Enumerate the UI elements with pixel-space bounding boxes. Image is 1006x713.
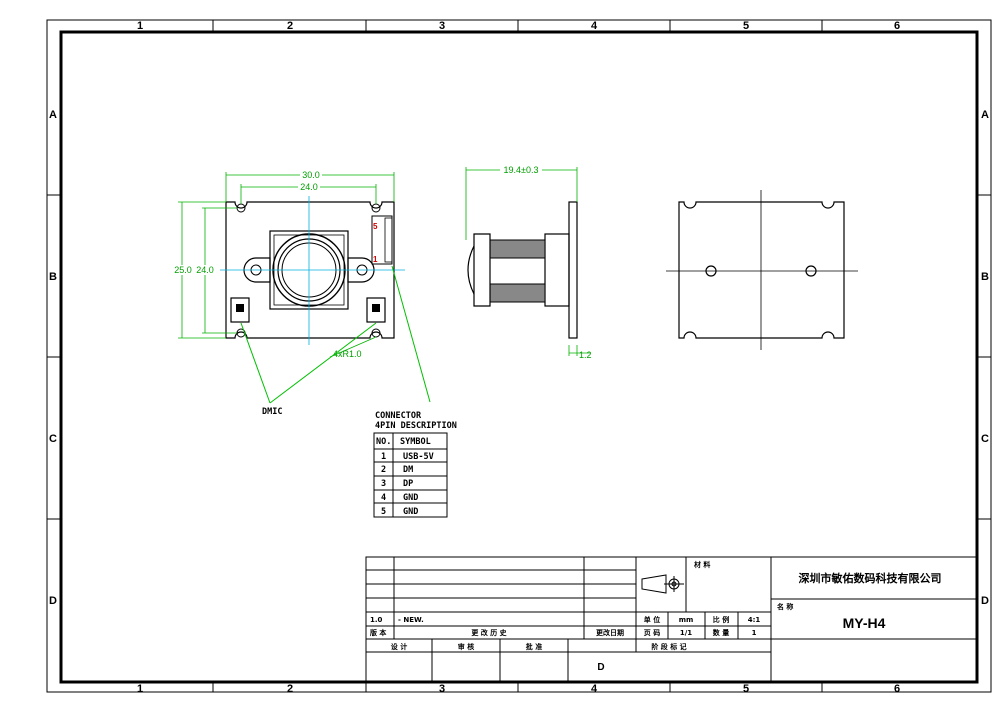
dmic-right-port — [372, 304, 380, 312]
back-hole-right — [805, 265, 817, 277]
back-hole-left — [705, 265, 717, 277]
pin-label-bottom: 1 — [373, 255, 378, 264]
dim-height-outer: 25.0 — [174, 265, 192, 275]
dim-depth: 19.4±0.3 — [504, 165, 539, 175]
connector-title-1: CONNECTOR — [375, 411, 422, 421]
sheet-outer-border — [46, 19, 992, 693]
zone-col-4-bottom: 4 — [591, 683, 598, 695]
zone-col-4-top: 4 — [591, 20, 598, 32]
connector-table: CONNECTOR 4PIN DESCRIPTION NO. SYMBOL 1 … — [373, 411, 457, 518]
zone-col-3-top: 3 — [439, 20, 445, 32]
zone-row-d-right: D — [981, 595, 989, 607]
side-holder-hatch-bottom — [489, 283, 546, 303]
side-dimensions — [465, 167, 590, 356]
table-row-4-no: 4 — [381, 493, 386, 503]
dim-height-inner: 24.0 — [196, 265, 214, 275]
dim-hole-note: 4xR1.0 — [333, 349, 362, 359]
company-name: 深圳市敏佑数码科技有限公司 — [799, 571, 942, 585]
version-label: 版 本 — [370, 628, 386, 637]
table-header-no: NO. — [376, 437, 391, 447]
dim-width-outer: 30.0 — [302, 170, 320, 180]
approve-label: 批 准 — [526, 642, 542, 651]
stage-label: 阶 段 标 记 — [651, 642, 686, 651]
zone-col-6-top: 6 — [894, 20, 900, 32]
unit-value: mm — [679, 616, 694, 624]
model-name: MY-H4 — [843, 615, 886, 631]
connector-title-2: 4PIN DESCRIPTION — [375, 421, 457, 431]
table-row-5-no: 5 — [381, 507, 386, 517]
table-row-5-symbol: GND — [403, 507, 418, 517]
pcb-outline — [225, 201, 395, 339]
review-label: 审 核 — [458, 642, 474, 651]
table-row-3-no: 3 — [381, 479, 386, 489]
pin-label-top: 5 — [373, 222, 378, 231]
front-view: 5 1 30.0 24.0 25.0 24.0 4xR1.0 — [172, 170, 431, 417]
leader-lines — [240, 265, 431, 404]
page-value: 1/1 — [680, 629, 692, 637]
zone-col-2-bottom: 2 — [287, 683, 293, 695]
side-holder-hatch-top — [489, 239, 546, 259]
side-holder-base — [544, 233, 570, 307]
zone-row-d-left: D — [49, 595, 57, 607]
side-pcb — [568, 201, 578, 339]
zone-row-b-right: B — [981, 271, 989, 283]
dmic-right — [366, 297, 386, 323]
dmic-label: DMIC — [262, 407, 282, 417]
dim-width-inner: 24.0 — [300, 182, 318, 192]
dmic-left-port — [236, 304, 244, 312]
qty-value: 1 — [752, 629, 757, 637]
dmic-left — [230, 297, 250, 323]
title-block — [365, 556, 978, 683]
qty-label: 数 量 — [713, 628, 729, 637]
zone-col-6-bottom: 6 — [894, 683, 900, 695]
zone-col-5-top: 5 — [743, 20, 749, 32]
zone-ticks — [47, 20, 991, 692]
zone-col-3-bottom: 3 — [439, 683, 445, 695]
connector-pins — [384, 217, 393, 263]
design-label: 设 计 — [391, 642, 407, 651]
side-view: 19.4±0.3 1.2 — [465, 165, 592, 360]
revision-note: - NEW. — [398, 616, 424, 624]
zone-row-c-right: C — [981, 433, 989, 445]
table-header-symbol: SYMBOL — [400, 437, 431, 447]
change-history-label: 更 改 历 史 — [471, 628, 507, 637]
table-row-4-symbol: GND — [403, 493, 418, 503]
name-label: 名 称 — [777, 602, 793, 611]
stage-value: D — [597, 662, 604, 673]
table-row-2-symbol: DM — [403, 465, 413, 475]
table-row-1-symbol: USB-5V — [403, 452, 434, 462]
zone-col-2-top: 2 — [287, 20, 293, 32]
dim-thickness: 1.2 — [579, 350, 592, 360]
material-label: 材 料 — [693, 560, 710, 569]
back-pcb-outline — [678, 201, 845, 339]
scale-value: 4:1 — [748, 616, 761, 624]
page-label: 页 码 — [644, 629, 660, 637]
zone-row-b-left: B — [49, 271, 57, 283]
side-lens-barrel — [473, 233, 491, 307]
zone-row-c-left: C — [49, 433, 57, 445]
side-lens-front — [467, 245, 475, 295]
back-view — [666, 190, 858, 350]
version-value: 1.0 — [370, 616, 383, 624]
table-row-2-no: 2 — [381, 465, 386, 475]
unit-label: 单 位 — [644, 615, 660, 624]
table-row-3-symbol: DP — [403, 479, 413, 489]
scale-label: 比 例 — [713, 615, 729, 624]
zone-col-1-top: 1 — [137, 20, 143, 32]
zone-col-5-bottom: 5 — [743, 683, 749, 695]
change-date-label: 更改日期 — [596, 628, 624, 637]
zone-col-1-bottom: 1 — [137, 683, 143, 695]
zone-row-a-left: A — [49, 109, 57, 121]
zone-row-a-right: A — [981, 109, 989, 121]
lens-flange — [243, 257, 375, 283]
table-row-1-no: 1 — [381, 452, 386, 462]
